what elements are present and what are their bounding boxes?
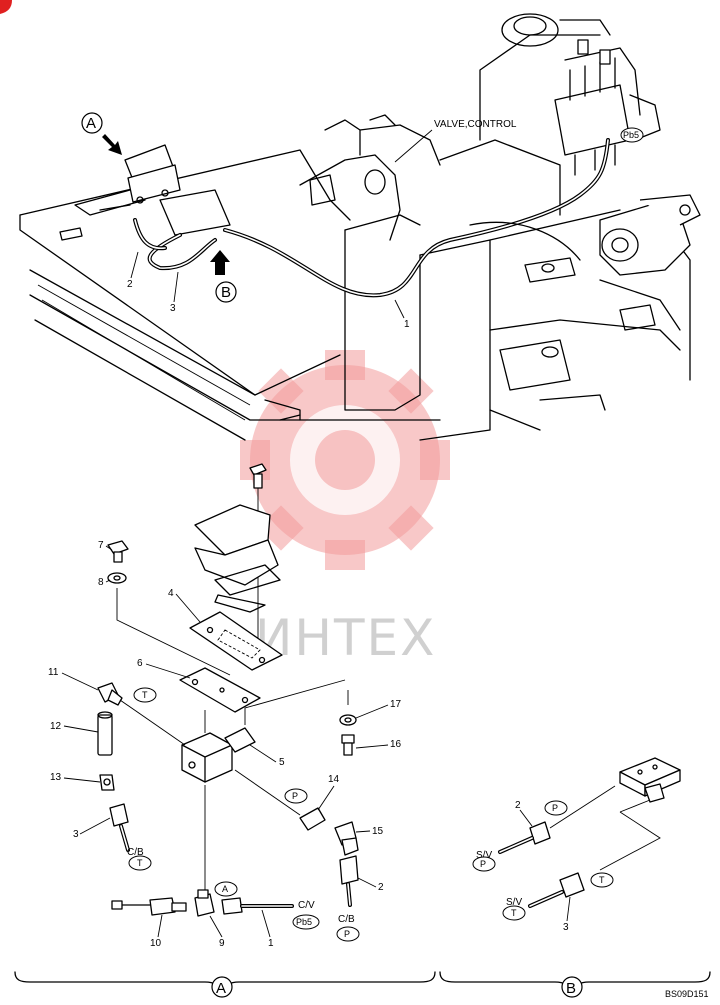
label-sv-p: S/V <box>476 850 492 861</box>
callout-12: 12 <box>50 721 62 732</box>
callout-6: 6 <box>137 658 143 669</box>
svg-text:P: P <box>292 791 298 801</box>
corner-mark <box>0 0 12 14</box>
valve-control-label: VALVE,CONTROL <box>434 119 517 130</box>
svg-text:Pb5: Pb5 <box>296 917 312 927</box>
callout-2-b: 2 <box>515 800 521 811</box>
callout-3-a: 3 <box>73 829 79 840</box>
port-tag-t-elbow: T <box>133 687 157 703</box>
port-tag-p-sv: P <box>472 856 496 872</box>
callout-13: 13 <box>50 772 62 783</box>
label-sv-t: S/V <box>506 897 522 908</box>
label-cb-tank: C/B <box>127 847 144 858</box>
hoses-upper <box>133 138 610 298</box>
port-tag-pb5: Pb5 <box>292 914 320 930</box>
callout-9: 9 <box>219 938 225 949</box>
detail-view-b <box>498 757 681 908</box>
svg-text:P: P <box>480 859 486 869</box>
callout-5: 5 <box>279 757 285 768</box>
callout-11: 11 <box>48 667 59 678</box>
callout-3-b: 3 <box>563 922 569 933</box>
view-arrow-b: B <box>210 250 237 303</box>
view-a-label: A <box>216 980 226 997</box>
port-tag-t-b-upper: T <box>590 872 614 888</box>
svg-text:A: A <box>222 884 228 894</box>
port-tag-p-b-upper: P <box>544 800 568 816</box>
callout-17: 17 <box>390 699 402 710</box>
machine-frame-view <box>19 13 701 441</box>
view-b-label: B <box>566 980 576 997</box>
view-b-marker: B <box>221 284 231 301</box>
svg-text:T: T <box>142 690 148 700</box>
callout-10: 10 <box>150 938 162 949</box>
callout-2-upper: 2 <box>127 279 133 290</box>
label-cv: C/V <box>298 900 315 911</box>
callout-8: 8 <box>98 577 104 588</box>
svg-text:T: T <box>511 908 517 918</box>
pedal-valve-upper <box>99 144 231 236</box>
port-tag-p-valve: P <box>284 788 308 804</box>
watermark-text: ИНТЕХ <box>255 609 436 667</box>
view-a-marker: A <box>86 115 96 132</box>
port-tag-a: A <box>214 881 238 897</box>
drawing-code: BS09D151 <box>665 989 709 999</box>
port-tag-t-cb: T <box>128 855 152 871</box>
callout-1-upper: 1 <box>404 319 410 330</box>
callout-4: 4 <box>168 588 174 599</box>
port-tag-t-sv: T <box>502 905 526 921</box>
pb5-port-tag-upper: Pb5 <box>620 127 644 143</box>
callout-2-a: 2 <box>378 882 384 893</box>
svg-text:P: P <box>552 803 558 813</box>
svg-text:T: T <box>599 875 605 885</box>
svg-text:Pb5: Pb5 <box>623 130 639 140</box>
exploded-view-a <box>97 463 359 917</box>
callout-7: 7 <box>98 540 104 551</box>
callout-14: 14 <box>328 774 340 785</box>
svg-text:T: T <box>137 858 143 868</box>
port-tag-p-cb: P <box>336 926 360 942</box>
callout-16: 16 <box>390 739 402 750</box>
label-cb-pressure: C/B <box>338 914 355 925</box>
svg-text:P: P <box>344 929 350 939</box>
callout-1-a: 1 <box>268 938 274 949</box>
view-arrow-a: A <box>81 112 122 155</box>
callout-15: 15 <box>372 826 384 837</box>
callout-3-upper: 3 <box>170 303 176 314</box>
